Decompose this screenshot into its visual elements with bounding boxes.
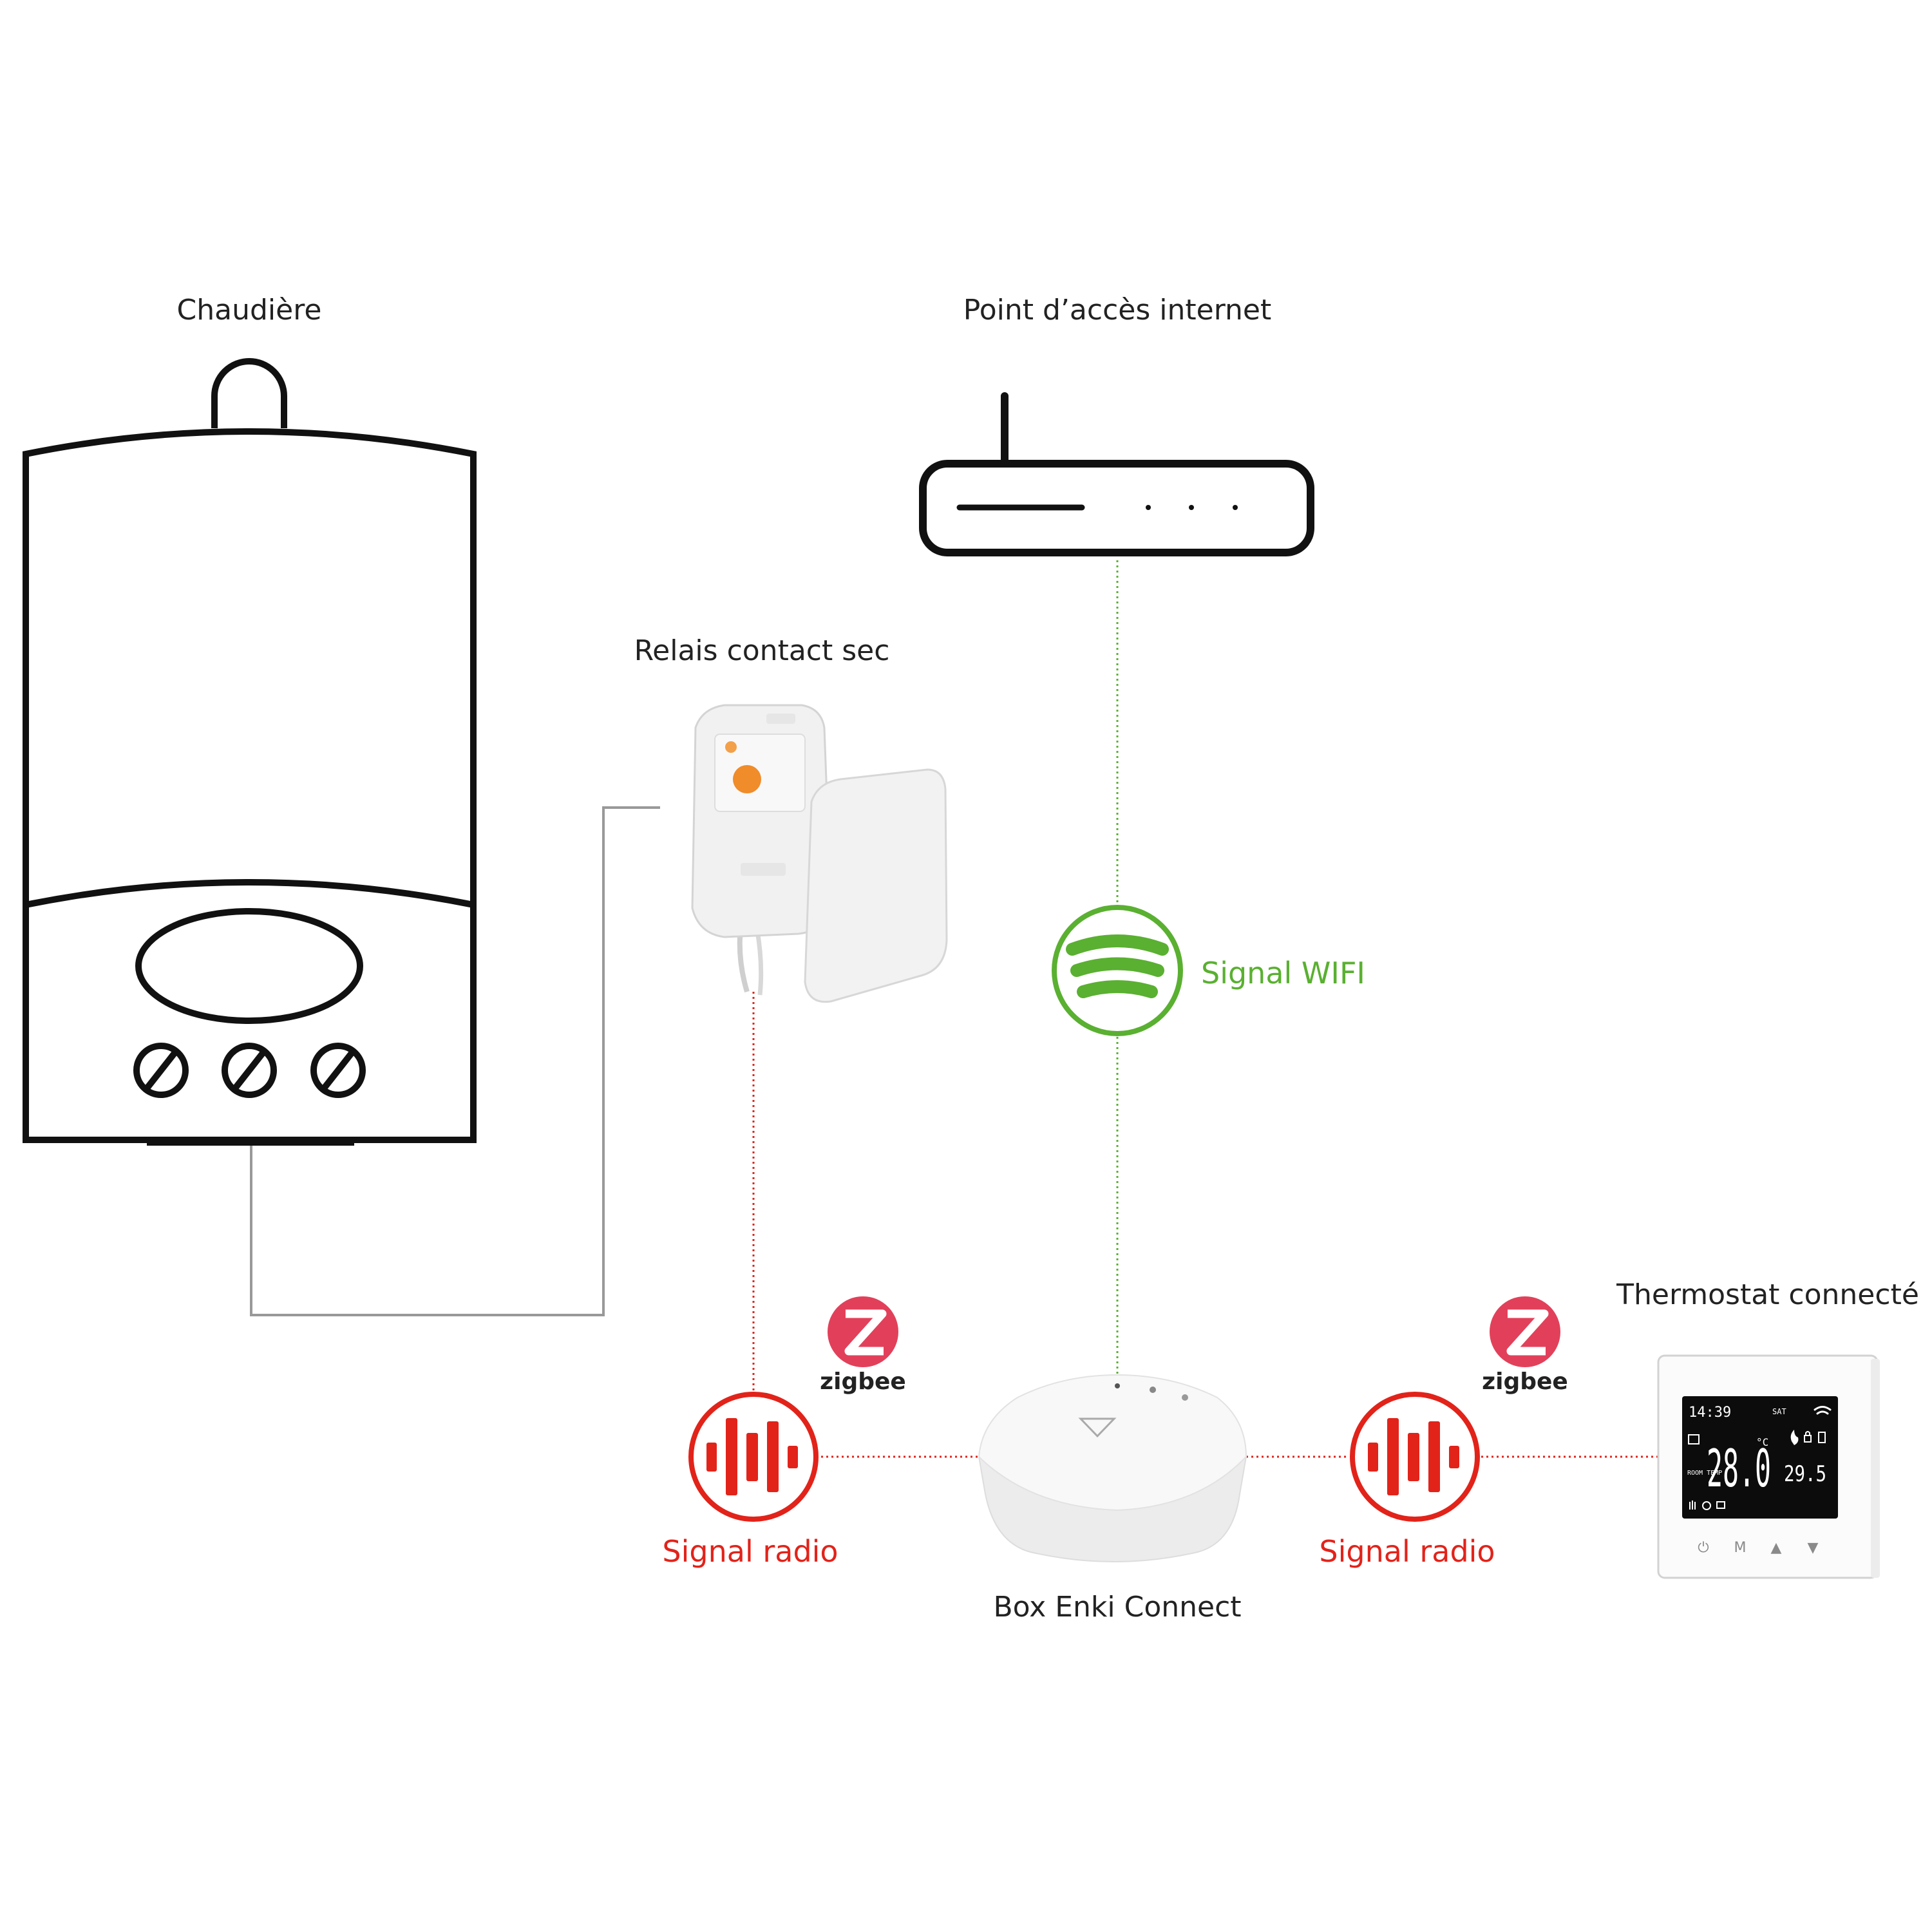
thermostat-wifi-icon	[1814, 1406, 1832, 1415]
thermostat-label: Thermostat connecté	[1616, 1278, 1919, 1311]
radio-badge-right	[1350, 1392, 1480, 1522]
thermostat-calendar-icon	[1688, 1434, 1700, 1444]
thermostat-flame-icon	[1790, 1430, 1799, 1445]
boiler-knob	[310, 1043, 366, 1098]
boiler-relay-wire	[250, 806, 660, 1316]
boiler-illustration	[23, 358, 477, 1146]
thermostat-time: 14:39	[1689, 1405, 1731, 1421]
thermostat-screen	[1682, 1396, 1838, 1519]
boiler-hanger	[211, 358, 287, 428]
relay-wire	[754, 927, 764, 996]
relay-terminal	[766, 714, 795, 724]
thermostat-hand-icon	[1689, 1501, 1696, 1510]
wifi-label: Signal WIFI	[1201, 956, 1365, 990]
wifi-signal-icon	[1066, 934, 1169, 998]
boiler-display	[135, 908, 363, 1024]
relay-illustration	[691, 704, 948, 1003]
relay-sticker	[725, 741, 737, 753]
radio-wave-icon	[1368, 1418, 1459, 1495]
enki-box-led	[1182, 1394, 1188, 1401]
thermostat-room-label: ROOM TEMP	[1687, 1470, 1722, 1477]
relay-module	[714, 734, 806, 812]
thermostat-day: SAT	[1772, 1407, 1786, 1416]
thermostat-lock-icon	[1804, 1431, 1812, 1443]
router-label: Point d’accès internet	[963, 294, 1271, 327]
box-label: Box Enki Connect	[993, 1591, 1241, 1624]
radio-badge-left	[688, 1392, 819, 1522]
thermostat-mode-button[interactable]: M	[1734, 1540, 1747, 1556]
router-led	[1146, 505, 1151, 510]
boiler-knob	[133, 1043, 189, 1098]
connection-lines	[250, 560, 1658, 1458]
boiler-panel-line	[25, 879, 474, 908]
thermostat-temp-main: 28.0	[1707, 1439, 1771, 1499]
relay-sticker	[733, 765, 761, 793]
zigbee-logo-icon	[1490, 1296, 1560, 1367]
boiler-label: Chaudière	[177, 294, 322, 327]
enki-box-led	[1150, 1387, 1156, 1393]
relay-label: Relais contact sec	[634, 634, 890, 667]
thermostat-unit: °C	[1756, 1436, 1768, 1448]
radio-label-right: Signal radio	[1319, 1534, 1495, 1569]
thermostat-clock-icon	[1702, 1501, 1711, 1510]
thermostat-side	[1871, 1359, 1880, 1578]
enki-box-led	[1115, 1383, 1120, 1388]
wifi-badge	[1052, 905, 1183, 1036]
router-illustration	[919, 392, 1314, 556]
zigbee-wordmark: zigbee	[820, 1368, 906, 1395]
router-body	[919, 460, 1314, 556]
boiler-knob	[222, 1043, 277, 1098]
radio-label-left: Signal radio	[662, 1534, 838, 1569]
thermostat-down-button[interactable]: ▼	[1808, 1540, 1819, 1556]
relay-cover	[804, 768, 948, 1003]
thermostat-power-button[interactable]: ⏻	[1698, 1540, 1709, 1556]
zigbee-logo-right: zigbee	[1482, 1296, 1568, 1395]
enki-box-illustration	[978, 1374, 1247, 1562]
boiler-body	[23, 428, 477, 1143]
thermostat-battery-icon	[1818, 1432, 1826, 1443]
zigbee-logo-icon	[828, 1296, 898, 1367]
thermostat-up-button[interactable]: ▲	[1771, 1540, 1782, 1556]
router-led	[1189, 505, 1194, 510]
thermostat-illustration: 14:39 SAT ROOM TEMP 28.0 °C 29.5	[1657, 1354, 1880, 1579]
boiler-base	[147, 1137, 354, 1146]
thermostat-temp-set: 29.5	[1784, 1461, 1826, 1487]
zigbee-wordmark: zigbee	[1482, 1368, 1568, 1395]
relay-terminal	[741, 863, 786, 876]
radio-wave-icon	[706, 1418, 798, 1495]
enki-box-logo	[1078, 1417, 1117, 1438]
zigbee-logo-left: zigbee	[820, 1296, 906, 1395]
thermostat-schedule-icon	[1716, 1501, 1725, 1509]
enki-box-top	[978, 1374, 1247, 1511]
router-led	[1233, 505, 1238, 510]
